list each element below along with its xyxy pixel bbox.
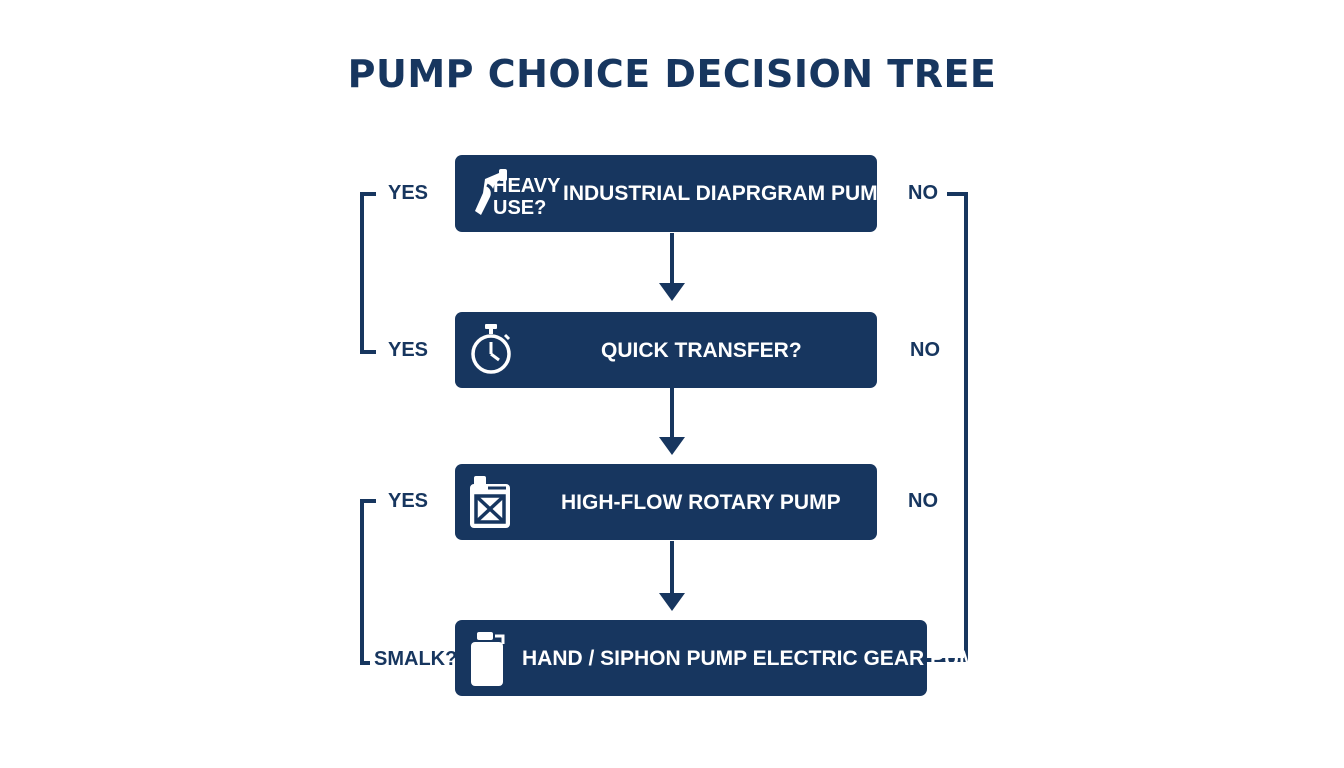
- decision-node-heavy-use: HEAVY USE? INDUSTRIAL DIAPRGRAM PUMP: [455, 155, 892, 232]
- yes-label: YES: [388, 182, 429, 204]
- node-icon-caption: HEAVY USE?: [493, 175, 561, 219]
- decision-node-quick-transfer: QUICK TRANSFER?: [455, 312, 877, 388]
- diagram-title: PUMP CHOICE DECISION TREE: [347, 52, 997, 96]
- decision-node-hand-siphon: HAND / SIPHON PUMP ELECTRIC GEAR PUMP: [455, 620, 991, 696]
- flow-arrowhead-3: [659, 593, 685, 611]
- small-question-label: SMALK?: [374, 648, 458, 670]
- no-label: NO: [908, 490, 938, 512]
- node-label: INDUSTRIAL DIAPRGRAM PUMP: [563, 182, 892, 205]
- flow-arrowhead-2: [659, 437, 685, 455]
- left-bracket-bottom: [360, 499, 376, 665]
- stopwatch-icon: [469, 322, 513, 383]
- yes-label: YES: [388, 490, 429, 512]
- no-label: NO: [908, 182, 938, 204]
- fuel-nozzle-icon: [465, 165, 511, 228]
- node-label: QUICK TRANSFER?: [601, 339, 802, 362]
- no-label: NO: [910, 339, 940, 361]
- yes-label: YES: [388, 339, 429, 361]
- jerry-can-icon: [468, 474, 512, 535]
- decision-node-high-flow: HIGH-FLOW ROTARY PUMP: [455, 464, 877, 540]
- fuel-container-icon: [467, 630, 507, 693]
- node-label: HAND / SIPHON PUMP ELECTRIC GEAR PUMP: [522, 647, 991, 670]
- node-label: HIGH-FLOW ROTARY PUMP: [561, 491, 841, 514]
- right-bracket: [925, 192, 968, 662]
- flow-arrowhead-1: [659, 283, 685, 301]
- left-bracket-top: [360, 192, 376, 354]
